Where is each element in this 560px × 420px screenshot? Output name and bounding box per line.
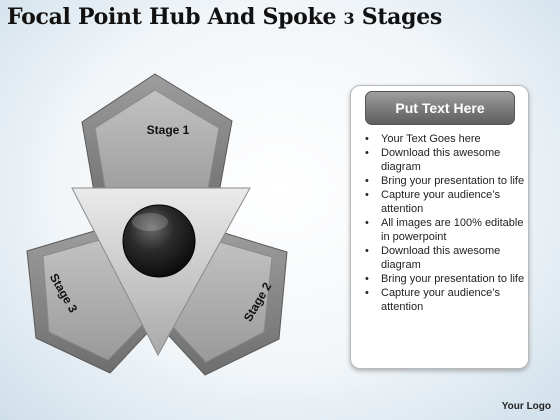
- bullet-item: Bring your presentation to life: [365, 272, 525, 286]
- bullet-list: Your Text Goes here Download this awesom…: [365, 132, 525, 314]
- bullet-item: Bring your presentation to life: [365, 174, 525, 188]
- bullet-item: Your Text Goes here: [365, 132, 525, 146]
- bullet-item: Capture your audience’s attention: [365, 286, 525, 314]
- page-title: Focal Point Hub And Spoke 3 Stages: [7, 4, 443, 30]
- bullet-item: Download this awesome diagram: [365, 244, 525, 272]
- bullet-item: All images are 100% editable in powerpoi…: [365, 216, 525, 244]
- text-panel: Put Text Here Your Text Goes here Downlo…: [350, 85, 529, 369]
- bullet-item: Download this awesome diagram: [365, 146, 525, 174]
- panel-header: Put Text Here: [365, 91, 515, 125]
- hub-sphere: [122, 204, 196, 278]
- stage-1-label: Stage 1: [147, 123, 190, 137]
- hub-sphere-highlight: [132, 213, 168, 231]
- logo-text: Your Logo: [501, 401, 551, 412]
- bullet-item: Capture your audience’s attention: [365, 188, 525, 216]
